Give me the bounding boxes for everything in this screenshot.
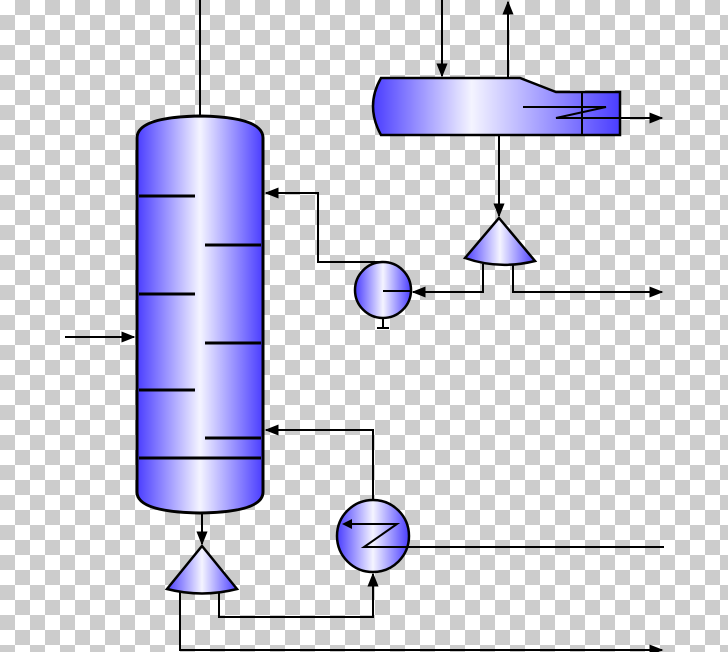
- condenser-coil-icon: [523, 106, 620, 119]
- stream-boilup: [264, 424, 374, 500]
- stream-bottoms-product: [179, 592, 664, 652]
- stream-distillate: [512, 265, 664, 298]
- stream-pump-to-reboiler: [218, 572, 379, 618]
- distillation-column: [135, 114, 265, 515]
- reflux-drum: [353, 260, 413, 329]
- overhead-condenser: [371, 76, 664, 137]
- stream-reflux: [264, 187, 383, 263]
- column-trays: [139, 194, 261, 460]
- reboiler: [335, 498, 664, 574]
- bottoms-pump: [164, 544, 240, 595]
- reflux-pump: [462, 216, 538, 267]
- reboiler-coil-icon: [352, 523, 408, 548]
- stream-pump-to-drum: [411, 264, 484, 298]
